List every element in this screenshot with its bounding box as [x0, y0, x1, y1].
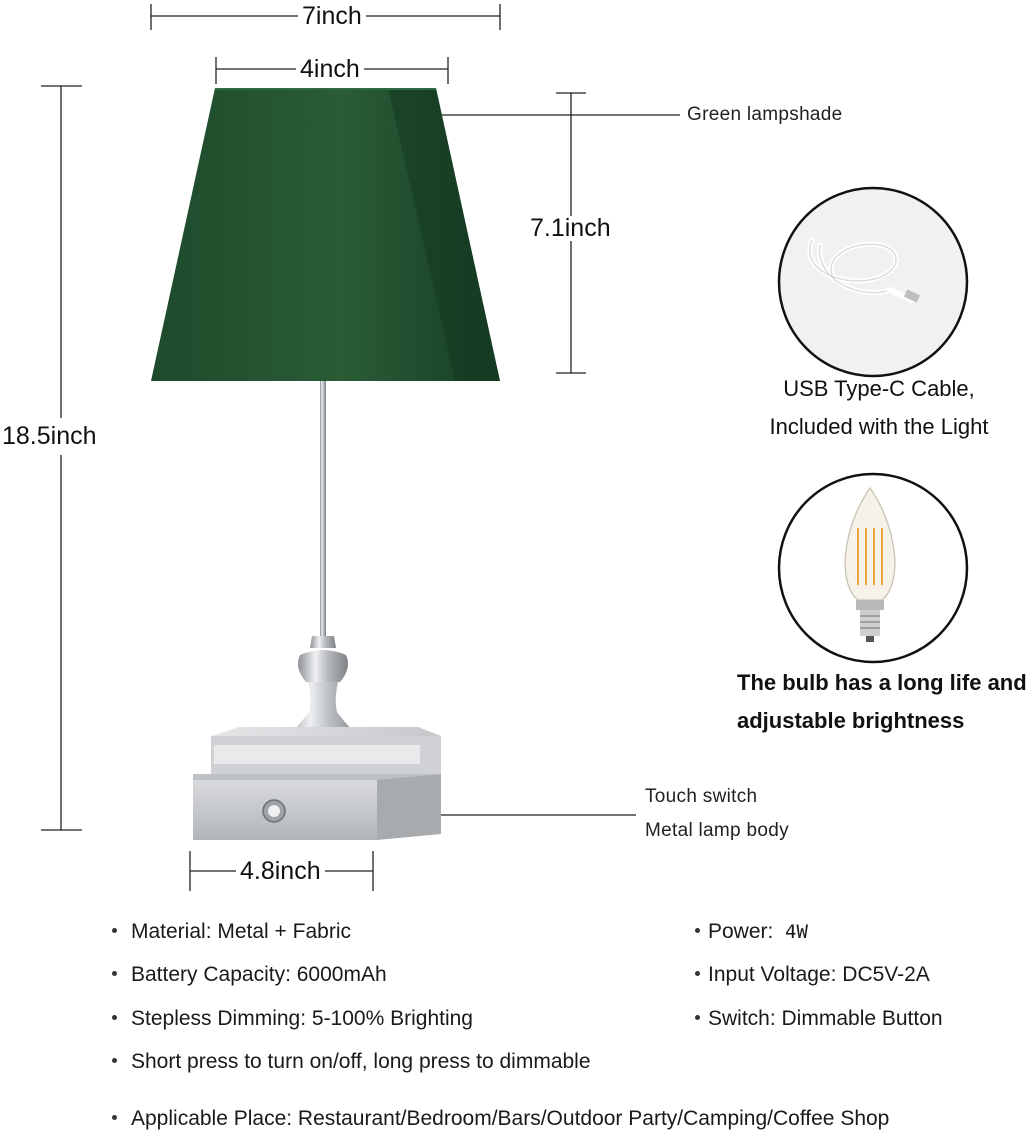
shade-height-label: 7.1inch — [526, 216, 615, 241]
bulb-caption-line1: The bulb has a long life and — [737, 670, 1027, 695]
spec-material: Material: Metal + Fabric — [112, 920, 351, 944]
base-width-label: 4.8inch — [236, 859, 325, 884]
spec-battery: Battery Capacity: 6000mAh — [112, 963, 387, 987]
bullet-icon — [112, 1114, 117, 1120]
shade-top-width-label: 4inch — [296, 57, 364, 82]
bullet-icon — [695, 970, 700, 976]
bullet-icon — [112, 970, 117, 976]
shade-bottom-width-label: 7inch — [298, 4, 366, 29]
bulb-caption: The bulb has a long life and adjustable … — [737, 664, 1027, 740]
total-height-label: 18.5inch — [0, 418, 99, 455]
metal-body-callout: Metal lamp body — [645, 820, 789, 841]
lampshade-callout: Green lampshade — [687, 104, 843, 125]
spec-dimming: Stepless Dimming: 5-100% Brighting — [112, 1007, 473, 1031]
bullet-icon — [112, 1057, 117, 1063]
cable-caption: USB Type-C Cable, Included with the Ligh… — [720, 370, 1035, 446]
touch-switch-callout: Touch switch — [645, 786, 758, 807]
bullet-icon — [112, 927, 117, 933]
bulb-caption-line2: adjustable brightness — [737, 708, 965, 733]
bullet-icon — [695, 1014, 700, 1020]
bullet-icon — [695, 927, 700, 933]
bullet-icon — [112, 1014, 117, 1020]
spec-voltage: Input Voltage: DC5V-2A — [695, 963, 930, 987]
cable-caption-line2: Included with the Light — [769, 414, 989, 439]
cable-illustration — [777, 186, 969, 378]
spec-switch: Switch: Dimmable Button — [695, 1007, 943, 1031]
bulb-illustration — [777, 472, 969, 664]
spec-power: Power: 4W — [695, 920, 808, 944]
spec-place: Applicable Place: Restaurant/Bedroom/Bar… — [112, 1107, 889, 1131]
cable-caption-line1: USB Type-C Cable, — [783, 376, 975, 401]
spec-operation: Short press to turn on/off, long press t… — [112, 1050, 591, 1074]
